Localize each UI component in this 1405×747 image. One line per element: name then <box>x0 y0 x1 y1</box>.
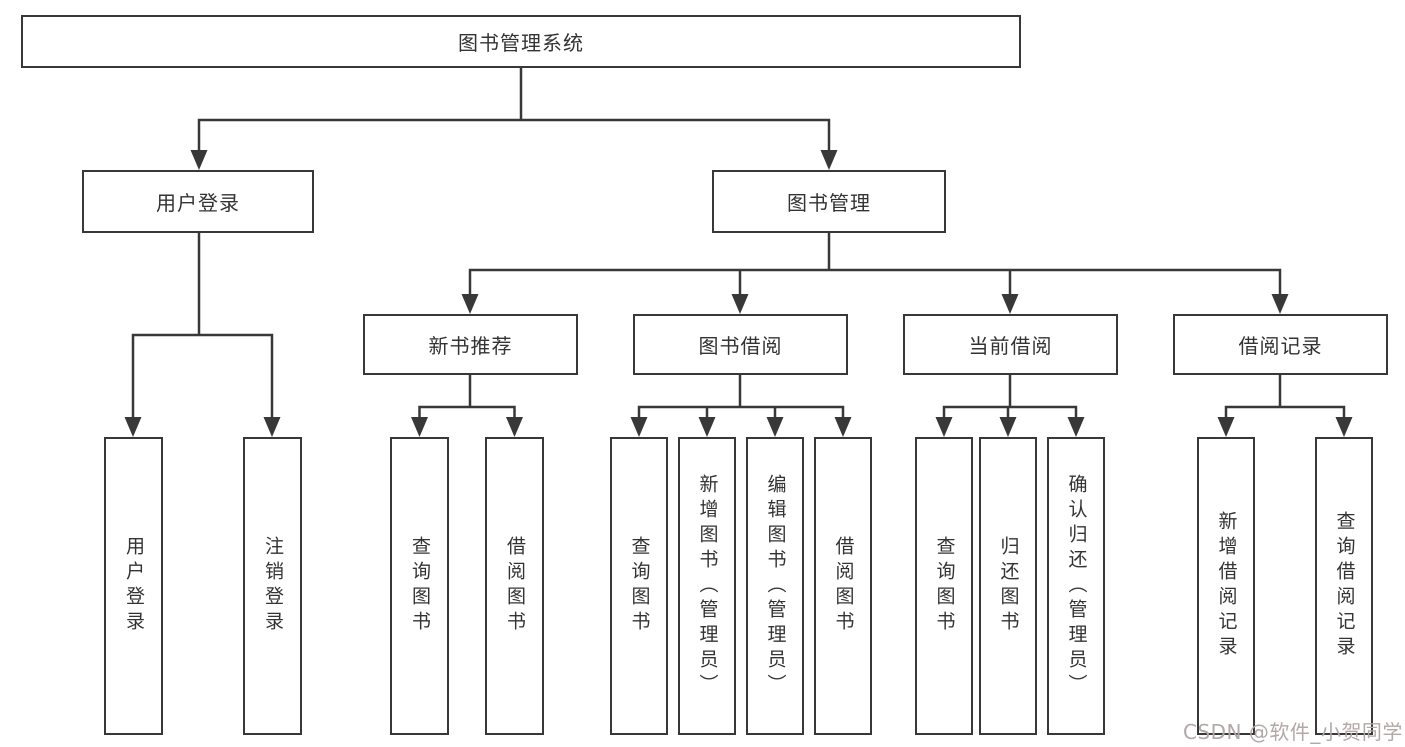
node-book-borrow: 图书借阅 <box>633 314 848 375</box>
leaf-confirm-return-admin: 确认归还（管理员） <box>1047 437 1105 735</box>
leaf-add-borrow-record: 新增借阅记录 <box>1197 437 1255 735</box>
leaf-query-borrow-record: 查询借阅记录 <box>1315 437 1373 735</box>
leaf-borrow-books-recommend: 借阅图书 <box>485 437 544 735</box>
node-book-management: 图书管理 <box>712 170 946 233</box>
node-library-management-system: 图书管理系统 <box>21 15 1021 68</box>
leaf-return-books: 归还图书 <box>979 437 1037 735</box>
leaf-logout: 注销登录 <box>243 437 302 735</box>
node-user-login: 用户登录 <box>82 170 314 233</box>
leaf-query-books-current: 查询图书 <box>915 437 973 735</box>
node-current-borrow: 当前借阅 <box>903 314 1118 375</box>
leaf-add-books-admin: 新增图书（管理员） <box>678 437 736 735</box>
csdn-watermark: CSDN @软件_小贺同学 <box>1183 720 1403 744</box>
leaf-query-books-borrow: 查询图书 <box>610 437 668 735</box>
node-new-book-recommend: 新书推荐 <box>363 314 578 375</box>
leaf-edit-books-admin: 编辑图书（管理员） <box>746 437 804 735</box>
leaf-query-books-recommend: 查询图书 <box>390 437 449 735</box>
node-borrow-records: 借阅记录 <box>1173 314 1388 375</box>
leaf-user-login: 用户登录 <box>104 437 163 735</box>
leaf-borrow-books: 借阅图书 <box>814 437 872 735</box>
